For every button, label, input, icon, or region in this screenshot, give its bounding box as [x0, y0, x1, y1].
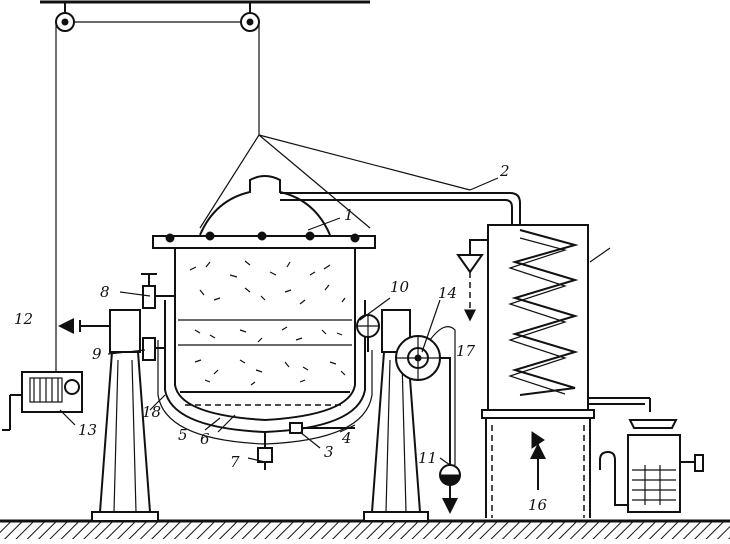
circulation-pump	[395, 335, 441, 381]
autoclave-lid	[152, 175, 376, 249]
label-5: 5	[178, 426, 188, 444]
label-17: 17	[456, 342, 476, 360]
steam-inlet	[79, 320, 110, 332]
condenser-tank	[487, 224, 651, 412]
label-10: 10	[390, 278, 410, 296]
left-support	[91, 309, 159, 522]
label-16: 16	[528, 496, 548, 514]
pulley-right	[240, 12, 260, 32]
label-6: 6	[200, 430, 210, 448]
label-13: 13	[78, 421, 97, 439]
label-12: 12	[14, 310, 33, 328]
vapour-pipe	[280, 192, 521, 225]
label-leaders	[58, 177, 611, 466]
lifting-cables	[55, 21, 471, 372]
condensate-line	[289, 326, 456, 465]
label-18: 18	[142, 403, 161, 421]
receiver-vessel	[599, 419, 704, 513]
label-2: 2	[499, 162, 510, 180]
funnel	[456, 239, 488, 322]
pulley-left	[55, 12, 75, 32]
label-1: 1	[344, 206, 354, 224]
label-4: 4	[341, 429, 352, 447]
right-support	[363, 309, 429, 522]
vessel-load-texture	[189, 260, 346, 386]
label-14: 14	[438, 284, 457, 302]
label-3: 3	[324, 443, 334, 461]
cooling-water-inlet	[530, 431, 546, 490]
autoclave-vessel	[157, 248, 373, 445]
part-labels: 1 2 3 4 5 6 7 8 9 10 11 12 13 14 16 17 1…	[14, 162, 548, 514]
bottom-drain	[257, 432, 273, 470]
label-11: 11	[418, 449, 437, 467]
ceiling-beam	[40, 0, 370, 14]
condensate-trap	[439, 464, 461, 514]
condenser-stand	[481, 409, 595, 518]
pressure-gauge	[356, 314, 380, 352]
valve-9	[142, 337, 165, 361]
winch	[2, 371, 83, 431]
label-8: 8	[100, 283, 110, 301]
valve-8	[141, 273, 175, 309]
label-9: 9	[92, 345, 102, 363]
ground-floor	[0, 519, 730, 539]
label-7: 7	[230, 453, 240, 471]
